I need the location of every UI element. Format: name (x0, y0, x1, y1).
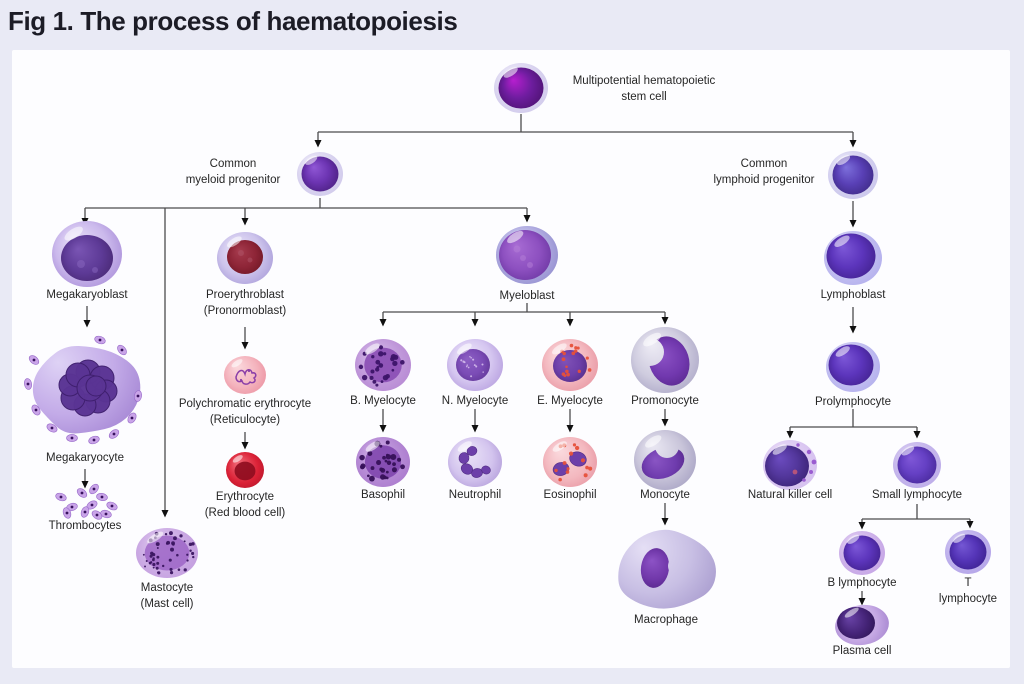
lymphoid-progenitor-label: Common lymphoid progenitor (713, 158, 815, 186)
stem-cell-cell-graphic (494, 63, 548, 113)
proerythroblast-cell-graphic (217, 232, 273, 284)
monocyte-label: Monocyte (640, 489, 690, 501)
b-myelocyte-label: B. Myelocyte (350, 395, 416, 407)
promonocyte-label: Promonocyte (631, 395, 699, 407)
myeloid-progenitor-cell-graphic (297, 152, 343, 196)
myeloid-progenitor-label: Common myeloid progenitor (185, 158, 281, 186)
eosinophil-label: Eosinophil (543, 489, 597, 501)
basophil-label: Basophil (360, 489, 406, 501)
lymphoid-progenitor-cell-graphic (828, 151, 878, 199)
natural-killer-cell-cell-graphic (763, 440, 817, 490)
lymphoblast-cell-graphic (824, 231, 882, 285)
thrombocytes-cell-graphic (55, 483, 118, 520)
prolymphocyte-cell-graphic (826, 342, 880, 392)
plasma-cell-cell-graphic (835, 604, 889, 646)
proerythroblast-label: Proerythroblast (Pronormoblast) (203, 289, 287, 317)
macrophage-cell-graphic (618, 529, 716, 609)
myeloblast-cell-graphic (496, 226, 558, 284)
stem-cell-label: Multipotential hematopoietic stem cell (572, 75, 716, 103)
monocyte-cell-graphic (634, 430, 696, 490)
erythrocyte-label: Erythrocyte (Red blood cell) (204, 491, 286, 519)
b-lymphocyte-label: B lymphocyte (827, 577, 897, 589)
t-lymphocyte-label: T lymphocyte (938, 577, 998, 605)
prolymphocyte-label: Prolymphocyte (814, 396, 892, 408)
b-lymphocyte-cell-graphic (839, 531, 885, 575)
macrophage-label: Macrophage (634, 614, 698, 626)
b-myelocyte-cell-graphic (355, 339, 411, 391)
reticulocyte-cell-graphic (224, 356, 266, 394)
mastocyte-label: Mastocyte (Mast cell) (140, 582, 194, 610)
figure-title: Fig 1. The process of haematopoiesis (8, 6, 458, 36)
cells-layer (24, 63, 991, 646)
thrombocytes-label: Thrombocytes (48, 520, 122, 532)
neutrophil-label: Neutrophil (448, 489, 502, 501)
e-myelocyte-cell-graphic (542, 339, 598, 391)
megakaryoblast-cell-graphic (52, 221, 122, 287)
megakaryoblast-label: Megakaryoblast (46, 289, 128, 301)
small-lymphocyte-cell-graphic (893, 442, 941, 488)
myeloblast-label: Myeloblast (499, 290, 555, 302)
connector-arrows (81, 114, 974, 606)
t-lymphocyte-cell-graphic (945, 530, 991, 574)
mastocyte-cell-graphic (136, 528, 198, 578)
plasma-cell-label: Plasma cell (832, 645, 892, 657)
basophil-cell-graphic (356, 437, 410, 487)
megakaryocyte-cell-graphic (24, 335, 142, 445)
e-myelocyte-label: E. Myelocyte (537, 395, 603, 407)
megakaryocyte-label: Megakaryocyte (46, 452, 124, 464)
n-myelocyte-cell-graphic (447, 339, 503, 391)
neutrophil-cell-graphic (448, 437, 502, 487)
reticulocyte-label: Polychromatic erythrocyte (Reticulocyte) (178, 398, 312, 426)
small-lymphocyte-label: Small lymphocyte (871, 489, 963, 501)
eosinophil-cell-graphic (543, 437, 597, 487)
natural-killer-cell-label: Natural killer cell (747, 489, 833, 501)
n-myelocyte-label: N. Myelocyte (441, 395, 509, 407)
lymphoblast-label: Lymphoblast (820, 289, 886, 301)
promonocyte-cell-graphic (631, 327, 699, 393)
erythrocyte-cell-graphic (226, 452, 264, 488)
